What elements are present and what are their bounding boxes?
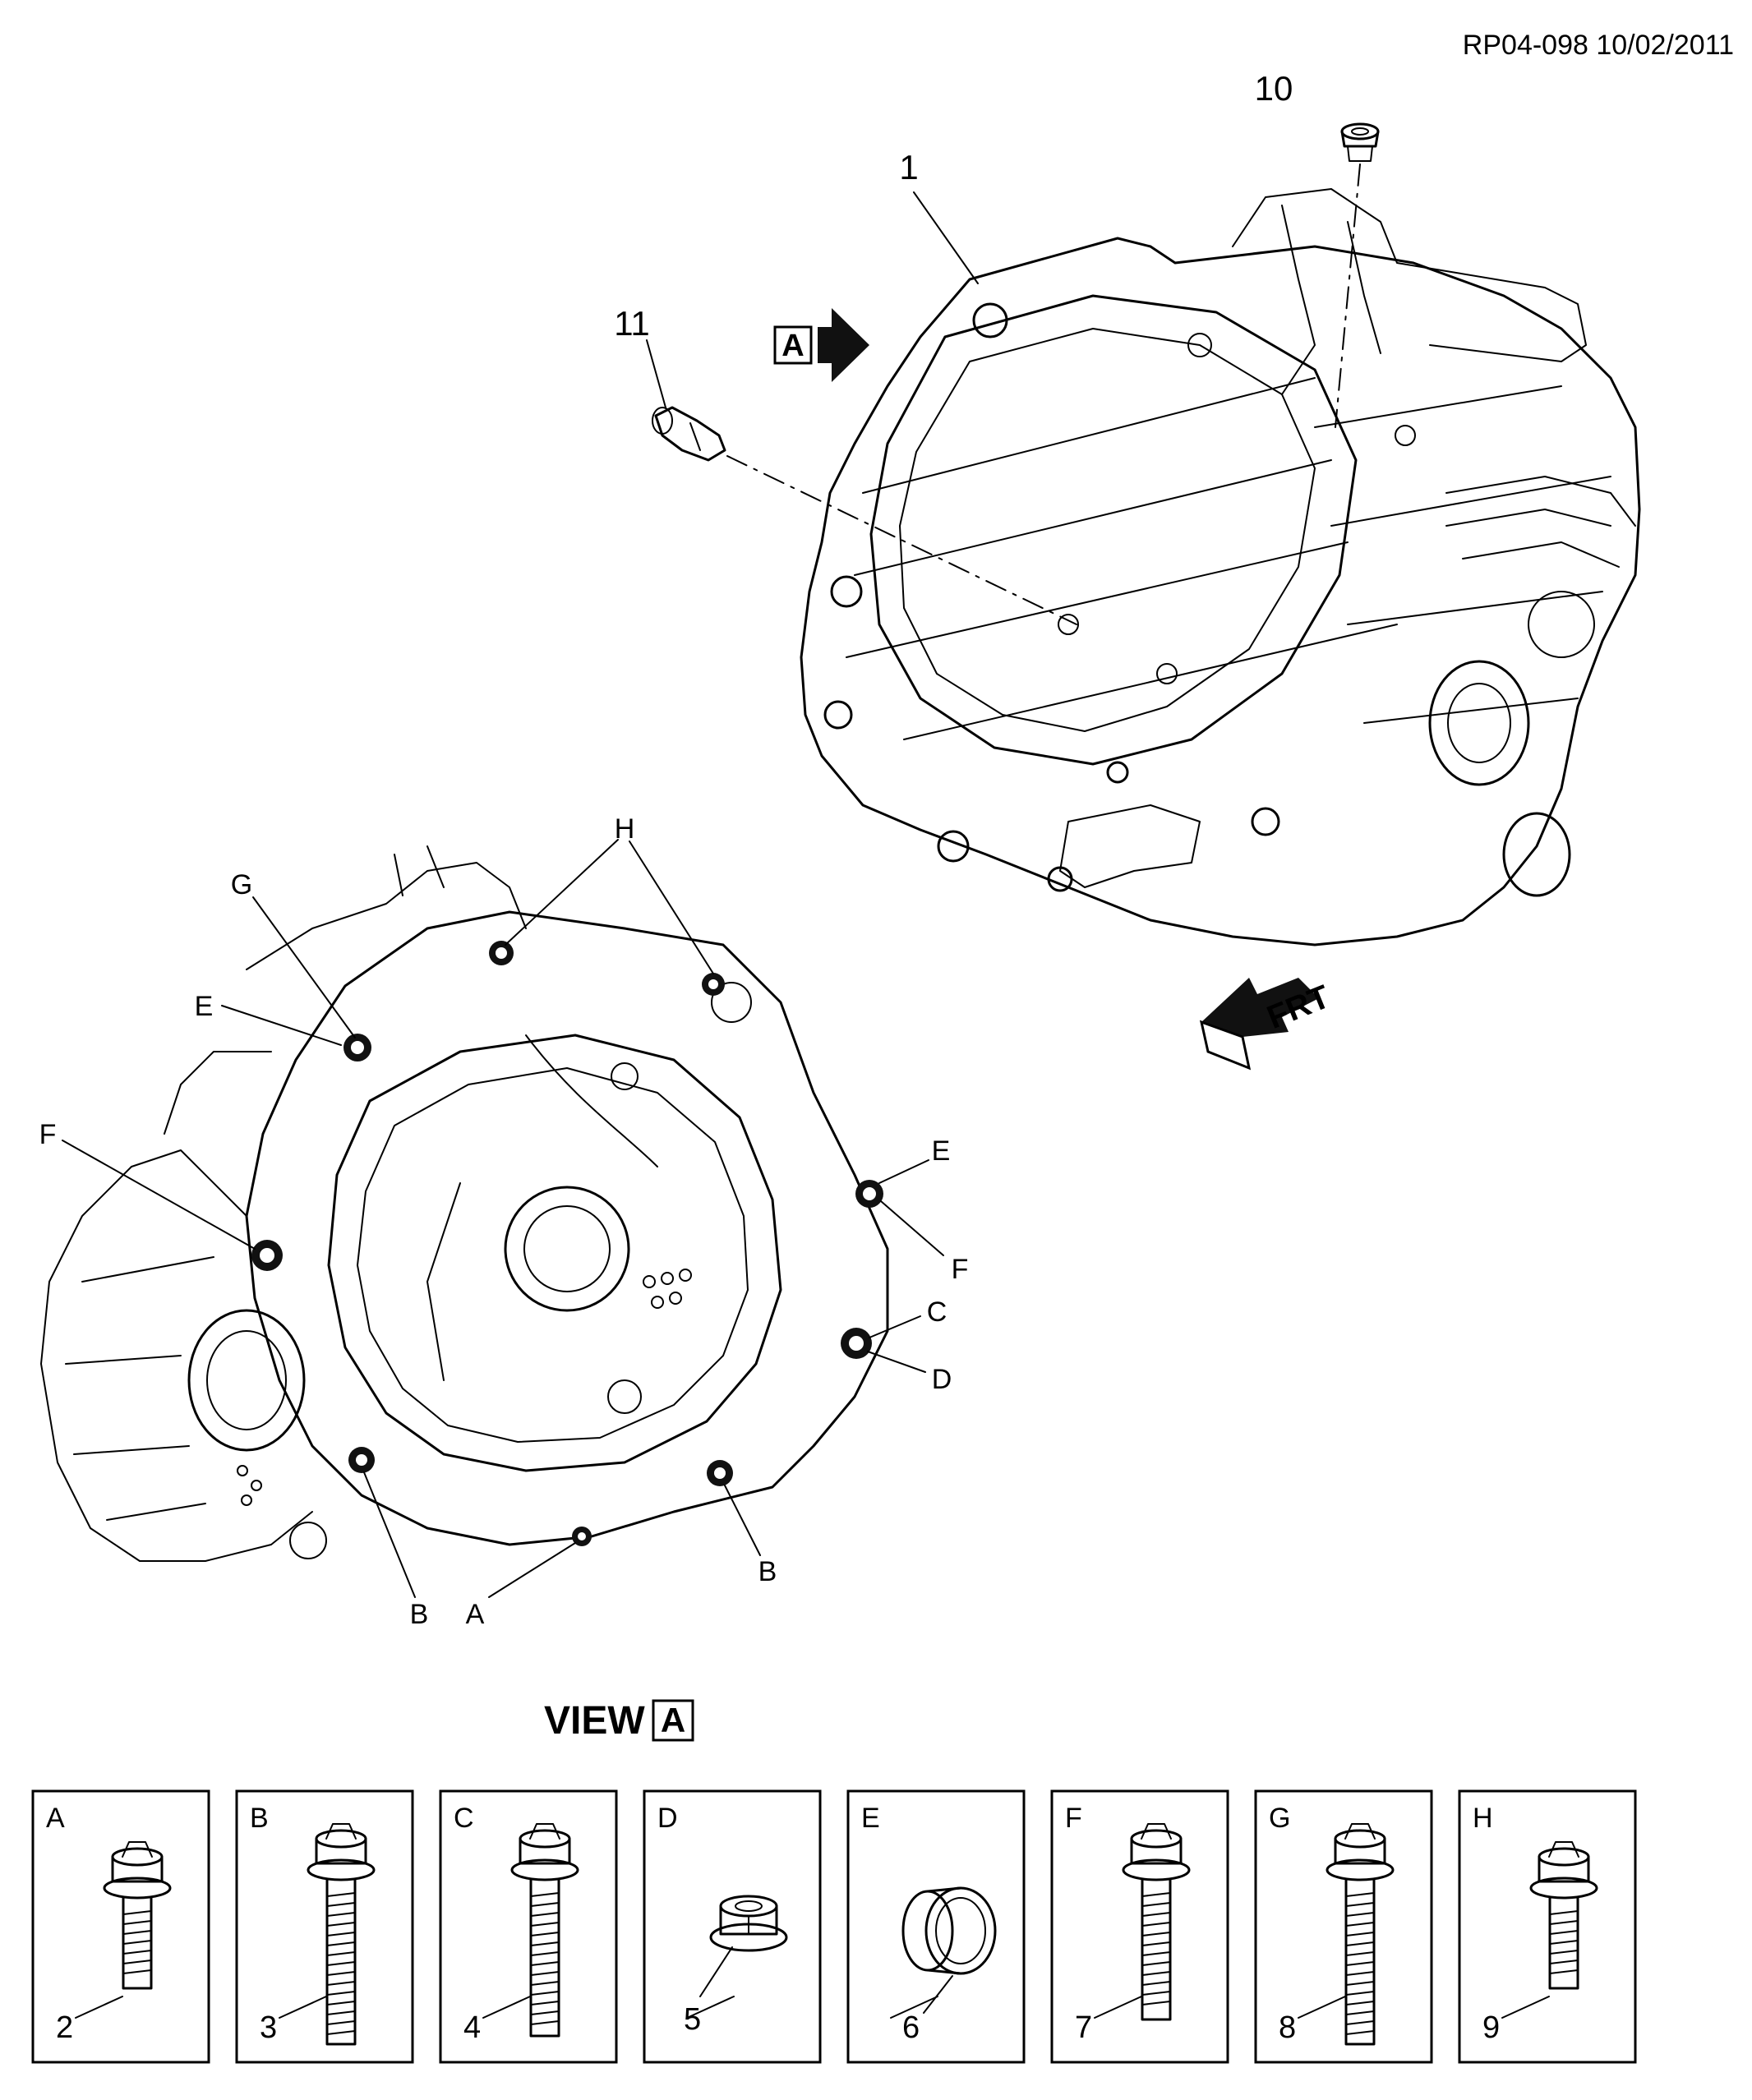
- sleeve-icon: [901, 1886, 997, 1975]
- bolt-icon: [1326, 1823, 1395, 2046]
- bolt-label-a: A: [466, 1599, 485, 1630]
- legend-box: [235, 1789, 414, 2064]
- leader-line: [646, 339, 666, 408]
- callout-sensor: 11: [614, 304, 650, 343]
- legend-item-c: C4: [439, 1789, 618, 2064]
- callout-drain-plug: 10: [1255, 69, 1293, 108]
- view-arrow-icon: A: [773, 308, 869, 382]
- bolt-label-d: D: [932, 1364, 952, 1395]
- front-arrow-icon: FRT: [1199, 978, 1335, 1071]
- legend-part-number: 4: [463, 2010, 481, 2045]
- bolt-icon: [307, 1823, 376, 2046]
- bolt-label-e-right: E: [932, 1135, 951, 1167]
- legend-box: [1458, 1789, 1637, 2064]
- legend-part-number: 3: [260, 2010, 277, 2045]
- bolt-label-f-right: F: [952, 1254, 969, 1285]
- view-title-text: VIEW: [544, 1699, 645, 1743]
- transmission-housing-drawing: [800, 188, 1641, 946]
- legend-part-number: 2: [56, 2010, 73, 2045]
- bolt-label-f-left: F: [39, 1119, 57, 1150]
- legend-item-b: B3: [235, 1789, 414, 2064]
- nut-icon: [709, 1895, 788, 1952]
- bolt-icon: [103, 1841, 172, 1990]
- front-direction-label: FRT: [1262, 979, 1335, 1036]
- bolt-label-e-left: E: [195, 991, 214, 1022]
- legend-letter: H: [1473, 1803, 1493, 1834]
- bolt-location-labels: G H E F E F C D B B A: [39, 813, 969, 1630]
- legend-letter: C: [454, 1803, 474, 1834]
- callout-main-housing: 1: [899, 148, 918, 187]
- leader-line: [913, 191, 979, 284]
- legend-letter: B: [250, 1803, 269, 1834]
- legend-item-d: D5: [643, 1789, 822, 2064]
- bolt-location-rings: [251, 941, 883, 1546]
- bolt-label-b-right: B: [758, 1556, 777, 1587]
- leader-line: [1335, 163, 1361, 428]
- legend-box: [1254, 1789, 1433, 2064]
- legend-box: [31, 1789, 210, 2064]
- legend-item-e: E6: [846, 1789, 1026, 2064]
- legend-item-g: G8: [1254, 1789, 1433, 2064]
- bolt-icon: [1529, 1841, 1598, 1990]
- legend-part-number: 8: [1279, 2010, 1296, 2045]
- legend-part-number: 5: [684, 2002, 701, 2037]
- legend-part-number: 6: [902, 2010, 920, 2045]
- sensor-icon: [652, 406, 726, 462]
- legend-letter: G: [1269, 1803, 1290, 1834]
- bolt-icon: [1122, 1823, 1191, 2021]
- legend-part-number: 7: [1075, 2010, 1092, 2045]
- view-a-housing-drawing: [40, 845, 889, 1562]
- bolt-label-b-left: B: [410, 1599, 429, 1630]
- legend-letter: E: [861, 1803, 880, 1834]
- bolt-label-g: G: [231, 869, 252, 900]
- document-reference: RP04-098 10/02/2011: [1463, 30, 1734, 61]
- legend-box: [439, 1789, 618, 2064]
- legend-letter: A: [46, 1803, 65, 1834]
- legend-part-number: 9: [1482, 2010, 1500, 2045]
- legend-box: [1050, 1789, 1229, 2064]
- legend-item-h: H9: [1458, 1789, 1637, 2064]
- legend-letter: D: [657, 1803, 678, 1834]
- leader-line: [726, 455, 1077, 625]
- view-marker-letter: A: [781, 329, 804, 363]
- view-title-letter: A: [661, 1701, 685, 1739]
- bolt-icon: [510, 1823, 579, 2038]
- drain-plug-icon: [1340, 122, 1380, 162]
- view-title: VIEW A: [544, 1699, 694, 1743]
- legend-item-f: F7: [1050, 1789, 1229, 2064]
- legend-item-a: A2: [31, 1789, 210, 2064]
- bolt-label-h: H: [615, 813, 635, 845]
- legend-letter: F: [1065, 1803, 1082, 1834]
- bolt-label-c: C: [927, 1296, 947, 1328]
